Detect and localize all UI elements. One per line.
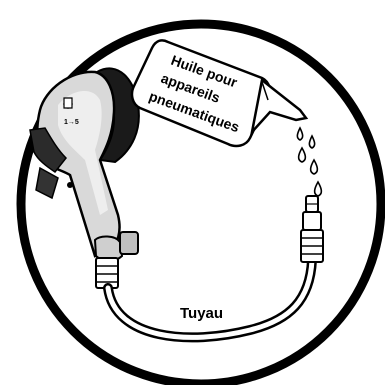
hose-label: Tuyau [180, 305, 223, 322]
tool-marking: 1→5 [64, 119, 79, 126]
quick-coupler-icon [300, 195, 324, 263]
circle-frame [16, 19, 385, 385]
oil-bottle-icon [130, 39, 309, 148]
tool-hose-fitting [95, 257, 119, 289]
air-tool-icon [29, 67, 140, 262]
oil-drop-icon [296, 126, 323, 197]
